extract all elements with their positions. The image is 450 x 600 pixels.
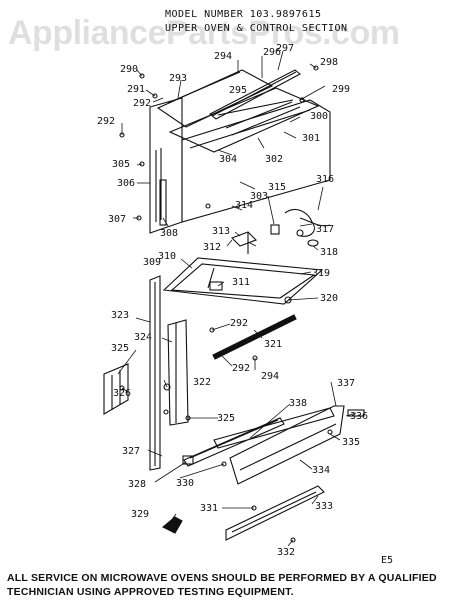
part-label-304: 304 bbox=[219, 154, 238, 165]
bottom-trim bbox=[225, 485, 325, 541]
part-label-295: 295 bbox=[229, 85, 248, 96]
part-label-338: 338 bbox=[289, 398, 308, 409]
part-label-290: 290 bbox=[120, 64, 139, 75]
part-label-331: 331 bbox=[200, 503, 219, 514]
part-label-330: 330 bbox=[176, 478, 195, 489]
part-label-334: 334 bbox=[312, 465, 331, 476]
part-label-319: 319 bbox=[312, 268, 331, 279]
inner-trim bbox=[167, 319, 189, 426]
part-label-337: 337 bbox=[337, 378, 356, 389]
part-label-317: 317 bbox=[316, 224, 335, 235]
part-label-306: 306 bbox=[117, 178, 136, 189]
top-channel bbox=[209, 69, 301, 120]
part-label-300: 300 bbox=[310, 111, 329, 122]
part-label-328: 328 bbox=[128, 479, 147, 490]
part-label-296: 296 bbox=[263, 47, 282, 58]
part-label-293: 293 bbox=[169, 73, 188, 84]
model-number-heading: MODEL NUMBER 103.9897615 bbox=[165, 9, 322, 20]
part-label-298: 298 bbox=[320, 57, 339, 68]
part-label-309: 309 bbox=[143, 257, 162, 268]
part-label-318: 318 bbox=[320, 247, 339, 258]
lamp bbox=[307, 239, 319, 247]
part-label-301: 301 bbox=[302, 133, 321, 144]
part-label-325: 325 bbox=[111, 343, 130, 354]
part-label-294b: 294 bbox=[261, 371, 280, 382]
part-label-307: 307 bbox=[108, 214, 127, 225]
part-label-302: 302 bbox=[265, 154, 284, 165]
part-label-299: 299 bbox=[332, 84, 351, 95]
part-label-292c: 292 bbox=[230, 318, 249, 329]
part-label-323: 323 bbox=[111, 310, 130, 321]
side-bracket bbox=[159, 179, 167, 226]
part-label-292: 292 bbox=[133, 98, 152, 109]
part-label-310: 310 bbox=[158, 251, 177, 262]
door-seal-strip bbox=[212, 314, 297, 360]
part-label-312: 312 bbox=[203, 242, 222, 253]
switch-assembly bbox=[270, 209, 331, 237]
part-label-336: 336 bbox=[350, 411, 369, 422]
part-label-335: 335 bbox=[342, 437, 361, 448]
small-fasteners bbox=[119, 65, 333, 543]
part-label-311: 311 bbox=[232, 277, 251, 288]
oven-frame bbox=[162, 257, 324, 305]
control-hinge bbox=[231, 231, 257, 254]
vertical-trim-bar bbox=[149, 275, 161, 471]
part-label-329: 329 bbox=[131, 509, 150, 520]
part-label-327: 327 bbox=[122, 446, 141, 457]
part-label-313: 313 bbox=[212, 226, 231, 237]
part-label-324: 324 bbox=[134, 332, 153, 343]
lower-cover bbox=[181, 99, 331, 223]
door-panel bbox=[229, 405, 345, 485]
service-warning-line2: TECHNICIAN USING APPROVED TESTING EQUIPM… bbox=[7, 586, 294, 598]
part-label-308: 308 bbox=[160, 228, 179, 239]
part-label-297: 297 bbox=[276, 43, 295, 54]
leader-lines bbox=[117, 50, 357, 547]
part-label-294: 294 bbox=[214, 51, 233, 62]
watermark: AppliancePartsPros.com bbox=[8, 14, 400, 52]
part-label-314: 314 bbox=[235, 200, 254, 211]
diagram-code: E5 bbox=[381, 555, 394, 566]
part-label-315: 315 bbox=[268, 182, 287, 193]
part-label-322: 322 bbox=[193, 377, 212, 388]
service-warning-line1: ALL SERVICE ON MICROWAVE OVENS SHOULD BE… bbox=[7, 572, 437, 584]
part-label-291: 291 bbox=[127, 84, 146, 95]
section-title: UPPER OVEN & CONTROL SECTION bbox=[165, 23, 348, 34]
part-label-326: 326 bbox=[113, 388, 132, 399]
vent-plate bbox=[168, 87, 320, 153]
part-label-316: 316 bbox=[316, 174, 335, 185]
part-label-325b: 325 bbox=[217, 413, 236, 424]
part-label-305: 305 bbox=[112, 159, 131, 170]
door-handle bbox=[347, 409, 365, 417]
part-label-321: 321 bbox=[264, 339, 283, 350]
part-label-333: 333 bbox=[315, 501, 334, 512]
part-label-303: 303 bbox=[250, 191, 269, 202]
part-label-320: 320 bbox=[320, 293, 339, 304]
part-label-292d: 292 bbox=[232, 363, 251, 374]
top-cover bbox=[156, 69, 274, 128]
part-label-332: 332 bbox=[277, 547, 296, 558]
part-label-292b: 292 bbox=[97, 116, 116, 127]
